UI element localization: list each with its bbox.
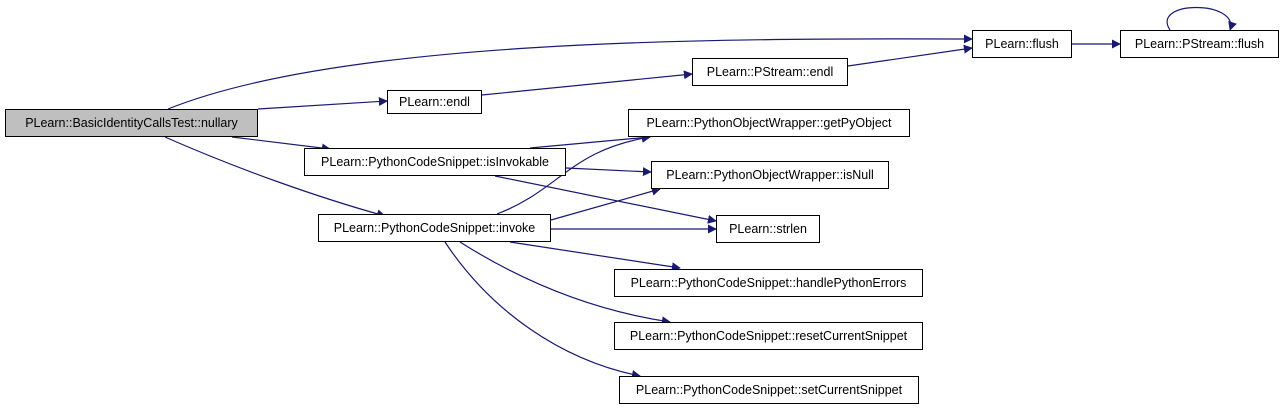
edge-root-to-flush — [167, 34, 973, 110]
node-python-object-wrapper-is-null[interactable]: PLearn::PythonObjectWrapper::isNull — [651, 161, 889, 189]
node-pstream-endl[interactable]: PLearn::PStream::endl — [692, 58, 848, 86]
edge-root-to-invoke — [164, 136, 386, 219]
edge-pstream_endl-to-flush — [847, 44, 973, 67]
edges-layer — [164, 7, 1237, 379]
node-python-code-snippet-is-invokable[interactable]: PLearn::PythonCodeSnippet::isInvokable — [304, 148, 566, 176]
edge-invoke-to-isNull — [550, 186, 661, 221]
edge-isInvokable-to-strlen — [494, 175, 717, 224]
edge-invoke-to-resetCurrentSnippet — [459, 241, 671, 326]
node-python-object-wrapper-get-py-object[interactable]: PLearn::PythonObjectWrapper::getPyObject — [628, 109, 910, 137]
node-pstream-flush[interactable]: PLearn::PStream::flush — [1120, 30, 1279, 58]
node-set-current-snippet[interactable]: PLearn::PythonCodeSnippet::setCurrentSni… — [619, 376, 919, 404]
edge-root-to-endl — [257, 97, 388, 110]
node-reset-current-snippet[interactable]: PLearn::PythonCodeSnippet::resetCurrentS… — [614, 322, 923, 350]
edge-pstream_flush-to-pstream_flush — [1166, 7, 1237, 31]
node-endl[interactable]: PLearn::endl — [387, 90, 482, 114]
edge-isInvokable-to-getPyObject — [529, 133, 651, 149]
node-basic-identity-calls-test-nullary[interactable]: PLearn::BasicIdentityCallsTest::nullary — [5, 109, 258, 137]
edge-invoke-to-setCurrentSnippet — [444, 241, 641, 379]
edge-isInvokable-to-isNull — [565, 167, 652, 177]
node-handle-python-errors[interactable]: PLearn::PythonCodeSnippet::handlePythonE… — [614, 269, 923, 297]
edge-endl-to-pstream_endl — [481, 70, 693, 96]
node-flush[interactable]: PLearn::flush — [972, 30, 1072, 58]
edge-root-to-isInvokable — [231, 136, 331, 153]
node-python-code-snippet-invoke[interactable]: PLearn::PythonCodeSnippet::invoke — [318, 214, 551, 242]
edge-invoke-to-handlePythonErrors — [509, 241, 681, 272]
edge-invoke-to-getPyObject — [496, 133, 651, 215]
node-strlen[interactable]: PLearn::strlen — [716, 215, 820, 243]
